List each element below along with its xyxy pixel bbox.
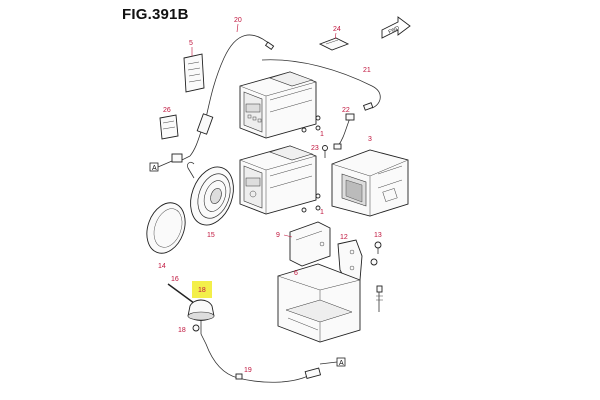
fwd-arrow-icon: FWD <box>381 16 411 39</box>
callout-3[interactable]: 3 <box>368 136 372 143</box>
part-antenna-base[interactable] <box>187 299 215 334</box>
callout-19[interactable]: 19 <box>244 367 252 374</box>
part-20-cable[interactable] <box>171 34 275 163</box>
callout-18[interactable]: 18 <box>178 327 186 334</box>
svg-text:A: A <box>339 360 344 367</box>
part-22-harness[interactable] <box>333 113 355 150</box>
part-15-speaker[interactable] <box>183 161 241 231</box>
part-13-screw[interactable] <box>370 241 382 266</box>
callout-26[interactable]: 26 <box>163 107 171 114</box>
part-1-audio-unit-lower[interactable] <box>239 145 321 215</box>
callout-15[interactable]: 15 <box>207 232 215 239</box>
part-3-navigation-unit[interactable] <box>331 149 409 217</box>
callout-16[interactable]: 16 <box>171 276 179 283</box>
callout-20[interactable]: 20 <box>234 17 242 24</box>
part-9-bracket[interactable] <box>289 221 331 267</box>
figure-title: FIG.391B <box>122 6 189 23</box>
highlight-label-18: 18 <box>198 287 206 294</box>
fwd-label: FWD <box>388 25 401 35</box>
callout-13[interactable]: 13 <box>374 232 382 239</box>
callout-1-upper[interactable]: 1 <box>320 131 324 138</box>
callout-24[interactable]: 24 <box>333 26 341 33</box>
part-bolt-right <box>376 285 383 312</box>
part-14-grille[interactable] <box>140 197 192 258</box>
reference-mark-a-top: A <box>149 160 173 172</box>
callout-1-lower[interactable]: 1 <box>320 209 324 216</box>
part-18-nut[interactable] <box>192 324 200 332</box>
part-24-pad[interactable] <box>318 37 350 51</box>
part-5-manual[interactable] <box>183 53 205 93</box>
callout-22[interactable]: 22 <box>342 107 350 114</box>
highlight-box-18[interactable]: 18 <box>192 281 212 298</box>
part-21-cable[interactable] <box>261 59 381 111</box>
callout-14[interactable]: 14 <box>158 263 166 270</box>
svg-text:A: A <box>152 165 157 172</box>
part-19-antenna-cable[interactable] <box>200 333 322 383</box>
part-6-tray[interactable] <box>277 263 361 343</box>
callout-9[interactable]: 9 <box>276 232 280 239</box>
part-1-audio-unit-upper[interactable] <box>239 71 321 139</box>
callout-21[interactable]: 21 <box>363 67 371 74</box>
reference-mark-a-bottom: A <box>319 357 346 367</box>
callout-5[interactable]: 5 <box>189 40 193 47</box>
part-23-screw[interactable] <box>322 145 328 159</box>
callout-23[interactable]: 23 <box>311 145 319 152</box>
callout-6[interactable]: 6 <box>294 270 298 277</box>
part-26-booklet[interactable] <box>159 114 179 140</box>
callout-12[interactable]: 12 <box>340 234 348 241</box>
